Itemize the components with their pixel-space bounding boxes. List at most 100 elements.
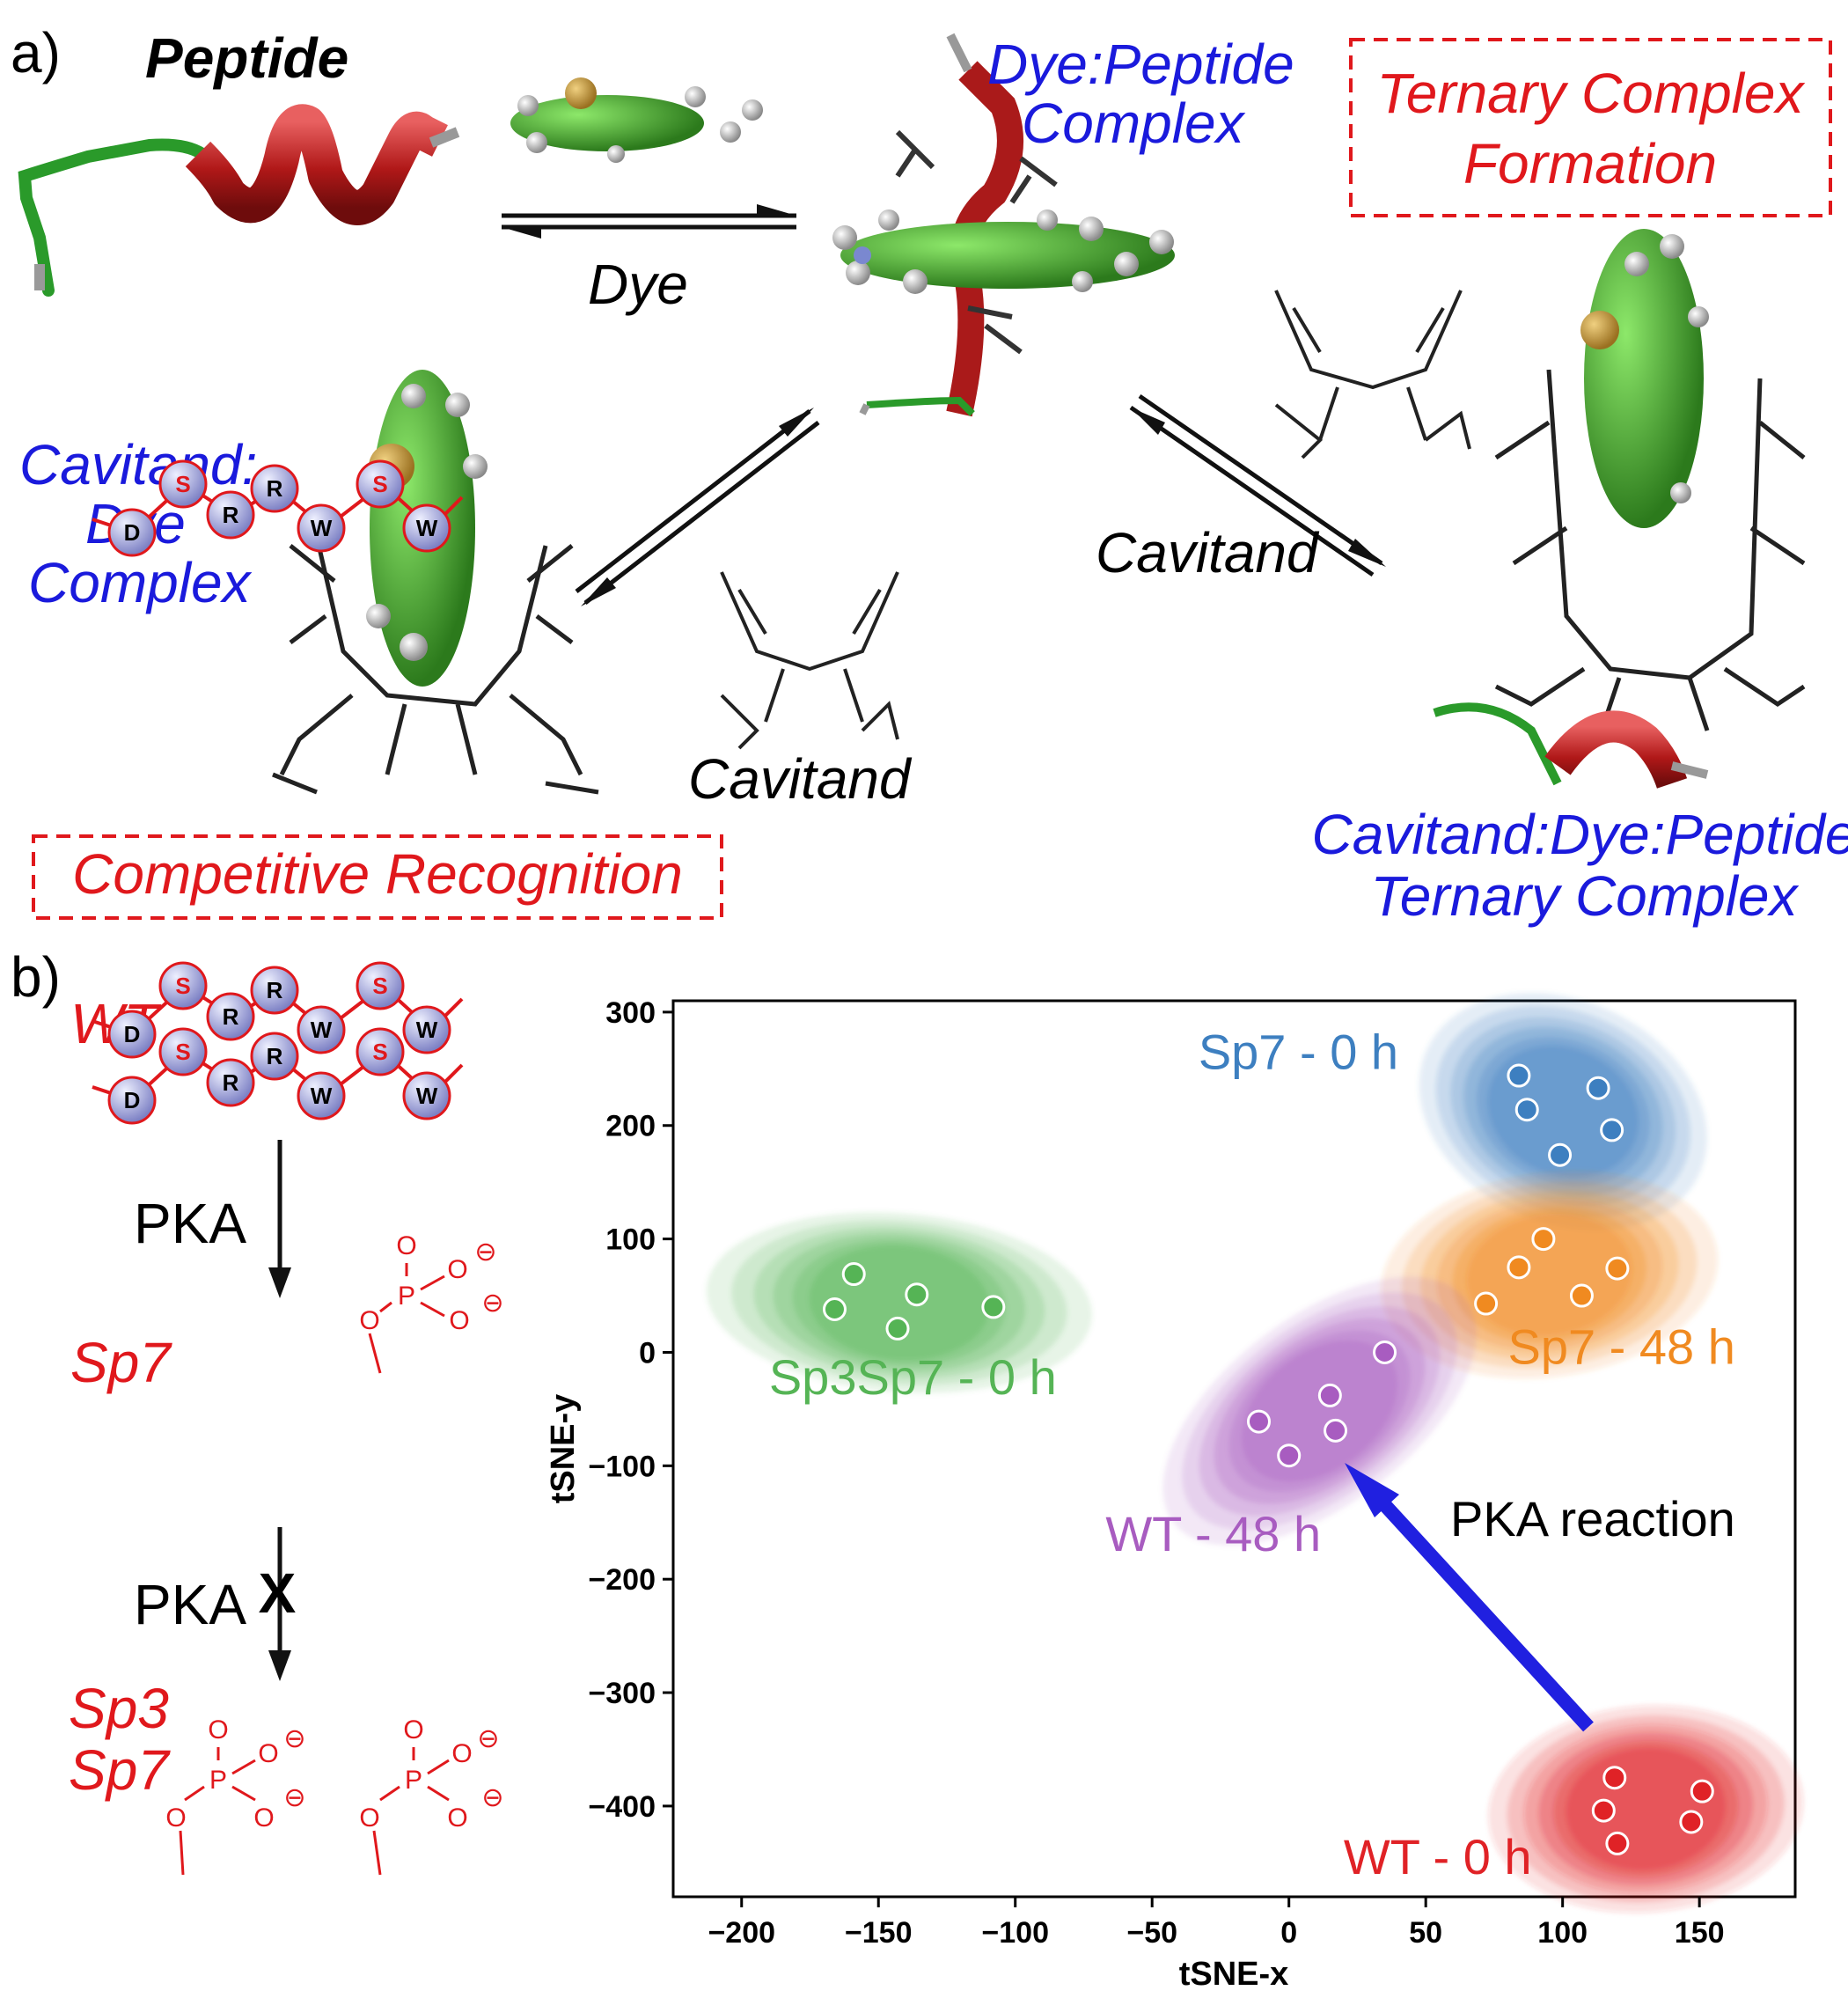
svg-text:P: P xyxy=(209,1766,227,1795)
scatter-point xyxy=(1507,1063,1531,1088)
scatter-point xyxy=(885,1316,910,1341)
residue-d: D xyxy=(107,1076,157,1125)
density-clouds xyxy=(706,993,1804,1914)
panel-b-label: b) xyxy=(11,945,61,1009)
scatter-point xyxy=(1605,1256,1630,1281)
pka-label-2: PKA xyxy=(134,1573,246,1636)
residue-r2: R xyxy=(250,1032,299,1081)
data-points xyxy=(822,1063,1714,1855)
ternary-formation-line1: Ternary Complex xyxy=(1377,62,1806,125)
dye-label: Dye xyxy=(588,253,688,316)
cluster-label: WT - 0 h xyxy=(1344,1829,1532,1884)
phosphate-group-sp3: O P O ⊖ O ⊖ O xyxy=(165,1715,306,1876)
svg-text:R: R xyxy=(267,1043,283,1069)
ternary-formation-box xyxy=(1349,38,1832,217)
cluster-label: Sp7 - 48 h xyxy=(1507,1319,1734,1374)
density-contour xyxy=(1241,1341,1398,1482)
svg-text:O: O xyxy=(447,1255,467,1284)
svg-text:O: O xyxy=(208,1715,228,1745)
residue-r: R xyxy=(206,1058,255,1107)
svg-text:O: O xyxy=(359,1803,379,1833)
phosphate-group-sp7: O P O ⊖ O ⊖ O xyxy=(359,1231,504,1374)
svg-text:W: W xyxy=(416,1083,438,1109)
pka-reaction-arrowhead xyxy=(1345,1463,1399,1517)
x-tick-label: −200 xyxy=(708,1916,775,1950)
scatter-point xyxy=(1531,1227,1556,1252)
svg-text:S: S xyxy=(175,1039,190,1065)
pka-label-1: PKA xyxy=(134,1192,246,1255)
cavitand-small-right-icon xyxy=(1274,290,1471,459)
scatter-point xyxy=(1373,1340,1397,1364)
equilibrium-dye-arrows xyxy=(502,204,796,239)
scatter-point xyxy=(1602,1766,1627,1790)
svg-text:⊖: ⊖ xyxy=(283,1724,305,1753)
y-tick-label: 100 xyxy=(605,1223,656,1257)
y-tick-label: −300 xyxy=(588,1677,656,1710)
ternary-label-line2: Ternary Complex xyxy=(1371,864,1800,928)
y-axis-label: tSNE-y xyxy=(545,1394,582,1504)
y-tick-label: 300 xyxy=(605,996,656,1030)
scatter-point xyxy=(1600,1118,1624,1142)
scatter-point xyxy=(1514,1098,1539,1122)
ternary-label-line1: Cavitand:Dye:Peptide xyxy=(1311,803,1848,866)
phosphate-group-sp7b: O P O ⊖ O ⊖ O xyxy=(359,1715,504,1876)
x-axis-label: tSNE-x xyxy=(1179,1956,1289,1993)
scatter-point xyxy=(1474,1291,1499,1316)
svg-text:S: S xyxy=(372,1039,387,1065)
cavitand-dye-line1: Cavitand: xyxy=(19,433,257,496)
y-tick-label: −200 xyxy=(588,1563,656,1597)
cluster-label: Sp7 - 0 h xyxy=(1199,1024,1398,1079)
wt-peptide-chain: D S R R W S W xyxy=(92,1027,464,1125)
y-tick-label: −400 xyxy=(588,1790,656,1824)
svg-text:⊖: ⊖ xyxy=(481,1783,503,1812)
svg-text:P: P xyxy=(398,1282,415,1311)
scatter-point xyxy=(1548,1142,1573,1167)
svg-text:O: O xyxy=(396,1231,416,1260)
cavitand-dye-line3: Complex xyxy=(28,551,253,614)
scatter-point xyxy=(1591,1798,1616,1823)
density-cloud xyxy=(1419,993,1707,1230)
svg-text:⊖: ⊖ xyxy=(477,1724,499,1753)
x-tick-label: 0 xyxy=(1280,1916,1297,1950)
dye-molecule-icon xyxy=(510,77,763,163)
scatter-point xyxy=(1507,1255,1531,1280)
svg-text:O: O xyxy=(451,1739,472,1768)
panel-a-label: a) xyxy=(11,21,61,84)
svg-text:O: O xyxy=(258,1739,278,1768)
residue-w2: W xyxy=(402,1071,451,1120)
peptide-ribbon-icon xyxy=(18,104,460,297)
ternary-formation-line2: Formation xyxy=(1463,132,1717,195)
pka-reaction-arrow xyxy=(1368,1487,1594,1732)
svg-text:⊖: ⊖ xyxy=(283,1783,305,1812)
residue-w: W xyxy=(297,1071,346,1120)
scatter-point xyxy=(1679,1810,1704,1834)
cluster-label: WT - 48 h xyxy=(1105,1506,1321,1561)
scatter-point xyxy=(1277,1443,1302,1468)
svg-text:D: D xyxy=(124,1087,141,1113)
svg-text:R: R xyxy=(223,1069,239,1096)
x-tick-label: −100 xyxy=(981,1916,1049,1950)
residue-s2: S xyxy=(356,1027,405,1076)
density-cloud xyxy=(1488,1705,1804,1914)
svg-text:O: O xyxy=(165,1803,186,1833)
svg-text:O: O xyxy=(253,1803,274,1833)
scatter-point xyxy=(1324,1418,1348,1443)
svg-text:P: P xyxy=(405,1766,422,1795)
y-tick-label: −100 xyxy=(588,1450,656,1483)
residue-s: S xyxy=(158,1027,208,1076)
svg-text:W: W xyxy=(311,1083,333,1109)
x-tick-label: 50 xyxy=(1409,1916,1442,1950)
cavitand-dye-complex-icon xyxy=(272,370,599,795)
pka-reaction-label: PKA reaction xyxy=(1450,1491,1735,1546)
cavitand-left-label: Cavitand xyxy=(688,747,913,811)
sp7-label: Sp7 xyxy=(70,1331,172,1394)
equilibrium-cavitand-left-arrows xyxy=(575,408,820,606)
dye-peptide-label-line2: Complex xyxy=(1022,92,1246,155)
scatter-point xyxy=(1569,1283,1594,1308)
pka-arrowhead-1 xyxy=(268,1267,291,1298)
scatter-point xyxy=(981,1295,1006,1319)
